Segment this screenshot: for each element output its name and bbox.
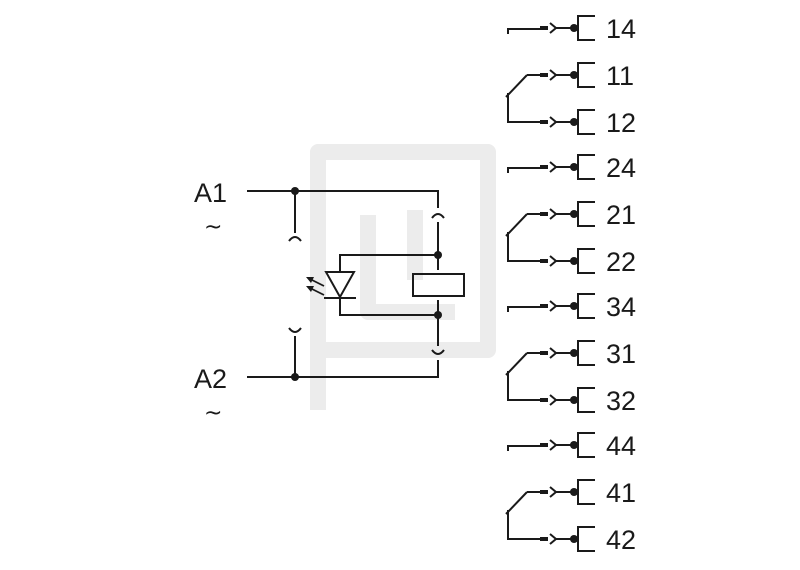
terminal-a2-ac-symbol: ~ (204, 401, 222, 426)
junction-dot (291, 187, 299, 195)
terminal-bracket (577, 154, 595, 180)
terminal-dot (570, 210, 578, 218)
terminal-dot (570, 441, 578, 449)
terminal-dot (570, 71, 578, 79)
contact-blade (505, 213, 528, 237)
terminal-chevron (549, 161, 558, 173)
no-contact-wire (507, 28, 540, 34)
terminal-label-common: 21 (606, 200, 636, 230)
terminal-bracket (577, 62, 595, 88)
a1-diode-arc (431, 213, 445, 219)
terminal-label-normally-open: 44 (606, 431, 636, 461)
no-contact-wire (507, 445, 540, 451)
terminal-chevron (549, 533, 558, 545)
terminal-bracket (577, 526, 595, 552)
nc-contact-wire (507, 371, 540, 401)
nc-contact-wire (507, 93, 540, 123)
nc-contact-wire (507, 232, 540, 262)
junction-dot (291, 373, 299, 381)
terminal-bracket (577, 340, 595, 366)
terminal-a1-ac-symbol: ~ (204, 215, 222, 240)
a1-wire (247, 190, 439, 208)
terminal-label-normally-closed: 32 (606, 386, 636, 416)
terminal-chevron (549, 300, 558, 312)
terminal-bracket (577, 201, 595, 227)
terminal-dot (570, 488, 578, 496)
terminal-dot (570, 535, 578, 543)
led-branch-bottom (339, 298, 438, 316)
terminal-bracket (577, 15, 595, 41)
terminal-dot (570, 163, 578, 171)
changeover-contacts: 14 11 12 24 21 22 34 31 32 44 41 42 (505, 14, 636, 555)
terminal-chevron (549, 347, 558, 359)
terminal-label-common: 41 (606, 478, 636, 508)
terminal-bracket (577, 479, 595, 505)
a2-wire (247, 360, 439, 378)
terminal-bracket (577, 387, 595, 413)
no-contact-wire (507, 306, 540, 312)
terminal-chevron (549, 69, 558, 81)
terminal-dot (570, 396, 578, 404)
terminal-label-normally-closed: 22 (606, 247, 636, 277)
junction-dot (434, 311, 442, 319)
relay-coil (412, 273, 465, 297)
terminal-chevron (549, 439, 558, 451)
terminal-chevron (549, 486, 558, 498)
contact-group-4: 44 41 42 (505, 431, 636, 555)
a2-protection-arc (288, 327, 302, 333)
a2-diode-arc (431, 349, 445, 355)
contact-group-2: 24 21 22 (505, 153, 636, 277)
a1-protection-arc (288, 236, 302, 242)
terminal-bracket (577, 109, 595, 135)
contact-group-3: 34 31 32 (505, 292, 636, 416)
terminal-chevron (549, 116, 558, 128)
terminal-chevron (549, 208, 558, 220)
terminal-dot (570, 118, 578, 126)
terminal-chevron (549, 22, 558, 34)
terminal-label-normally-open: 14 (606, 14, 636, 44)
terminal-bracket (577, 432, 595, 458)
terminal-label-common: 11 (606, 61, 634, 91)
terminal-a1-label: A1 (194, 178, 227, 208)
contact-blade (505, 74, 528, 98)
nc-contact-wire (507, 510, 540, 540)
junction-dot (434, 251, 442, 259)
terminal-label-common: 31 (606, 339, 636, 369)
terminal-dot (570, 302, 578, 310)
led-indicator-icon (306, 271, 356, 300)
terminal-chevron (549, 394, 558, 406)
terminal-dot (570, 24, 578, 32)
terminal-bracket (577, 248, 595, 274)
terminal-label-normally-closed: 12 (606, 108, 636, 138)
contact-blade (505, 352, 528, 376)
terminal-label-normally-open: 34 (606, 292, 636, 322)
terminal-chevron (549, 255, 558, 267)
terminal-a2-label: A2 (194, 364, 227, 394)
led-branch-top (339, 254, 438, 272)
no-contact-wire (507, 167, 540, 173)
terminal-label-normally-closed: 42 (606, 525, 636, 555)
terminal-dot (570, 257, 578, 265)
coil-circuit: A1 ~ A2 ~ (194, 178, 465, 426)
contact-blade (505, 491, 528, 515)
terminal-label-normally-open: 24 (606, 153, 636, 183)
terminal-dot (570, 349, 578, 357)
terminal-bracket (577, 293, 595, 319)
contact-group-1: 14 11 12 (505, 14, 636, 138)
